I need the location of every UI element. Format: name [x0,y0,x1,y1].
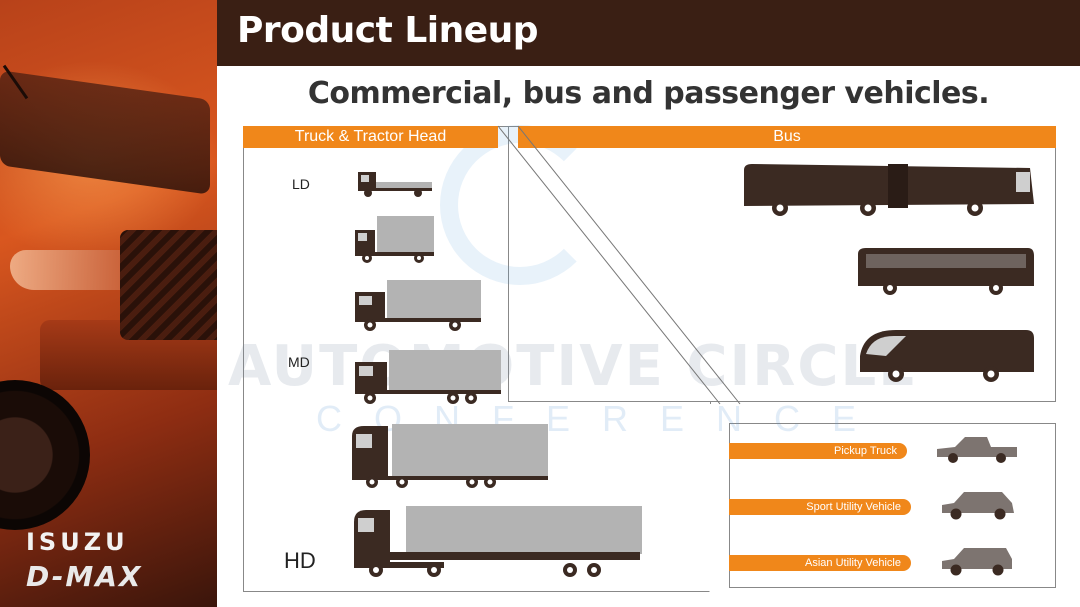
page-subtitle: Commercial, bus and passenger vehicles. [307,76,990,111]
medium-heavy-truck-icon [355,350,501,404]
promo-image: ISUZU D-MAX [0,0,217,607]
class-label-md: MD [288,354,310,370]
brand-logo: ISUZU [26,528,129,556]
promo-wheel [0,380,90,530]
class-label-hd: HD [284,548,316,573]
tractor-head-trailer-icon [354,506,642,577]
watermark-line1: AUTOMOTIVE CIRCLE [228,334,919,399]
class-label-ld: LD [292,176,310,192]
pill-suv: Sport Utility Vehicle [729,499,911,515]
heavy-box-truck-icon [352,424,548,488]
truck-section-header: Truck & Tractor Head [243,126,498,148]
suv-icon [942,492,1014,520]
header-bar: Product Lineup [217,0,1080,66]
promo-grille [120,230,217,340]
medium-box-truck-icon [355,280,481,331]
pill-auv: Asian Utility Vehicle [729,555,911,571]
auv-icon [942,548,1012,576]
city-bus-icon [858,248,1034,295]
model-logo: D-MAX [26,560,143,593]
page-title: Product Lineup [237,10,539,51]
promo-headlight [10,250,130,290]
pickup-truck-icon [937,437,1017,463]
watermark-logo-icon [440,125,600,285]
bus-section-header: Bus [518,126,1056,148]
articulated-bus-icon [744,164,1034,216]
light-box-truck-icon [355,216,434,263]
light-flatbed-truck-icon [358,172,432,197]
pill-pickup: Pickup Truck [729,443,907,459]
coach-bus-icon [860,330,1034,382]
